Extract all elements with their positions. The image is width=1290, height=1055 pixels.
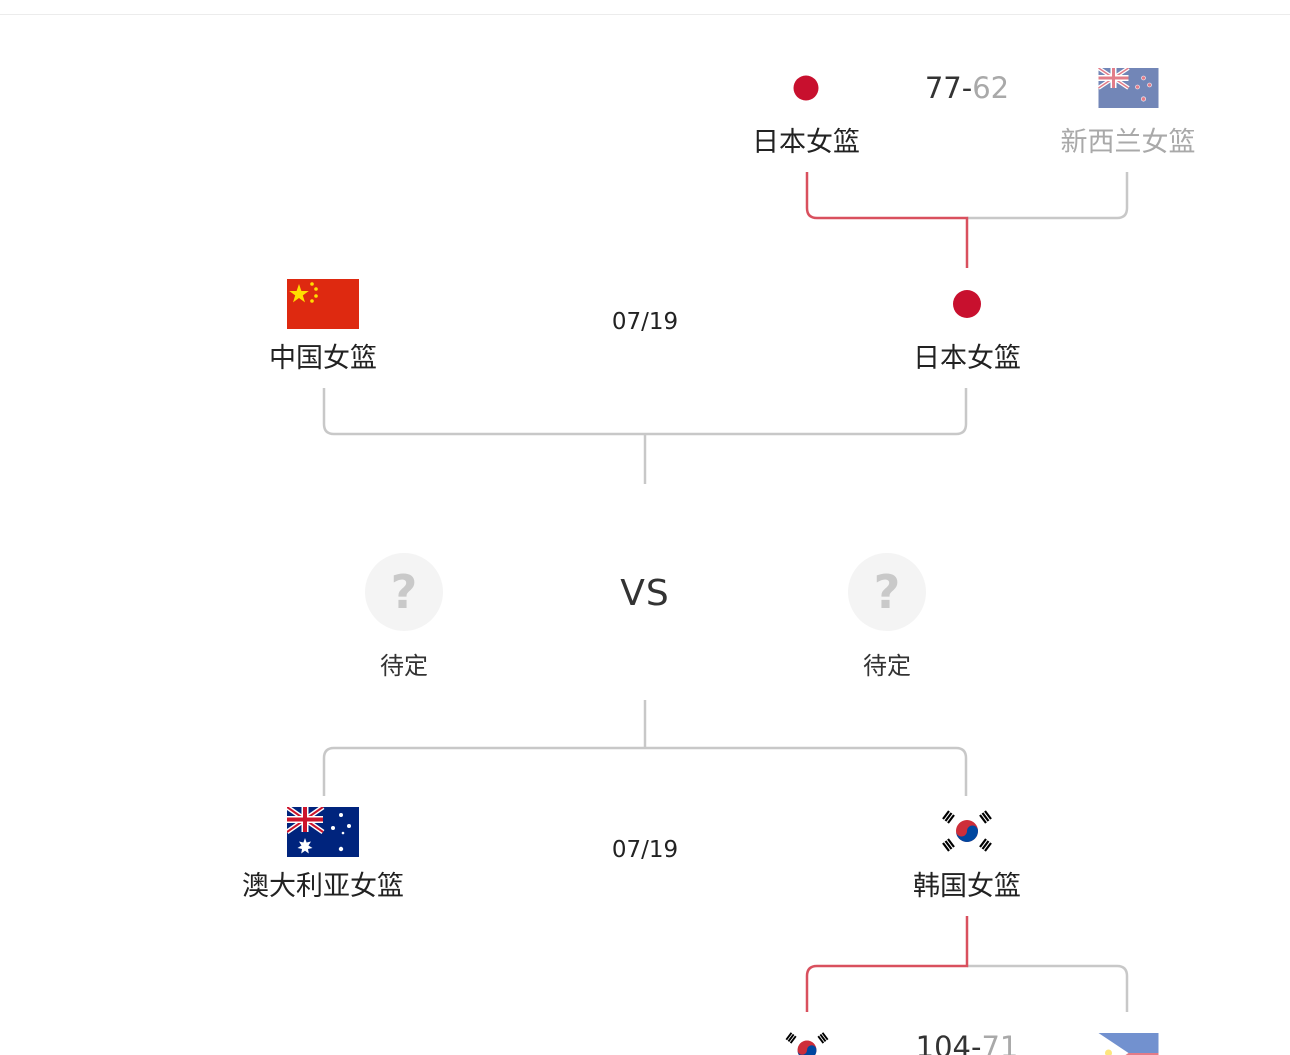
connector-bottom-winner — [805, 916, 969, 1012]
semi-two-right-name[interactable]: 韩国女篮 — [913, 871, 1021, 902]
top-score-loser: 62 — [972, 71, 1010, 105]
new-zealand-flag-icon — [1098, 68, 1159, 108]
connector-top-winner — [805, 172, 969, 268]
connector-semi-one — [322, 388, 968, 436]
top-score-winner: 77 — [924, 71, 962, 105]
top-winner-name[interactable]: 日本女篮 — [752, 127, 860, 158]
korea-flag-icon — [938, 808, 996, 854]
top-loser-name[interactable]: 新西兰女篮 — [1060, 127, 1196, 158]
tbd-left-label: 待定 — [380, 652, 428, 680]
semi-one-date: 07/19 — [611, 309, 679, 335]
semi-two-left-name[interactable]: 澳大利亚女篮 — [242, 871, 404, 902]
tbd-right-label: 待定 — [863, 652, 911, 680]
tbd-left-icon: ? — [365, 553, 443, 631]
final-vs: VS — [620, 573, 670, 614]
tbd-right-icon: ? — [848, 553, 926, 631]
japan-flag-icon — [793, 75, 819, 101]
china-flag-icon — [287, 279, 359, 329]
connector-top-loser — [967, 172, 1129, 220]
top-match-score: 77-62 — [925, 71, 1009, 105]
top-divider — [0, 14, 1290, 15]
bottom-score-winner: 104 — [915, 1030, 971, 1055]
philippines-flag-icon — [1098, 1033, 1159, 1055]
semi-two-date: 07/19 — [611, 837, 679, 863]
japan-flag-icon — [953, 290, 981, 318]
top-score-sep: - — [961, 71, 973, 105]
bottom-score-sep: - — [970, 1030, 982, 1055]
semi-one-right-name[interactable]: 日本女篮 — [913, 343, 1021, 374]
korea-flag-icon — [782, 1030, 832, 1055]
semi-one-left-name[interactable]: 中国女篮 — [269, 343, 377, 374]
connector-bottom-loser — [967, 964, 1129, 1012]
bottom-match-score: 104-71 — [916, 1030, 1019, 1055]
australia-flag-icon — [287, 807, 359, 857]
connector-semi-two — [322, 746, 968, 796]
bottom-score-loser: 71 — [981, 1030, 1019, 1055]
